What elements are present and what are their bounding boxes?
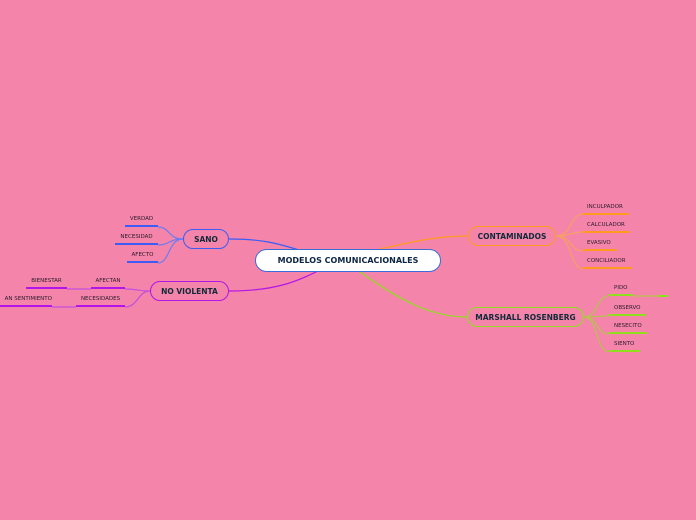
subtopic-afecto[interactable]: AFECTO — [127, 252, 158, 263]
subtopic-sentimiento[interactable]: AN SENTIMIENTO — [0, 296, 52, 307]
subtopic-bienestar[interactable]: BIENESTAR — [26, 278, 67, 289]
subtopic-inculpador[interactable]: INCULPADOR — [583, 204, 629, 215]
subtopic-afectan[interactable]: AFECTAN — [91, 278, 125, 289]
central-topic[interactable]: MODELOS COMUNICACIONALES — [255, 249, 441, 272]
subtopic-necesidades[interactable]: NECESIDADES — [76, 296, 125, 307]
topic-marshall-rosenberg[interactable]: MARSHALL ROSENBERG — [467, 307, 584, 327]
subtopic-observo[interactable]: OBSERVO — [609, 305, 646, 316]
subtopic-verdad[interactable]: VERDAD — [125, 216, 158, 227]
subtopic-siento[interactable]: SIENTO — [609, 341, 640, 352]
subtopic-conciliador[interactable]: CONCILIADOR — [583, 258, 632, 269]
subtopic-pido[interactable]: PIDO — [609, 285, 633, 296]
topic-contaminados[interactable]: CONTAMINADOS — [468, 226, 556, 246]
topic-sano[interactable]: SANO — [183, 229, 229, 249]
subtopic-evasivo[interactable]: EVASIVO — [583, 240, 617, 251]
topic-no-violenta[interactable]: NO VIOLENTA — [150, 281, 229, 301]
subtopic-nesecito[interactable]: NESECITO — [609, 323, 647, 334]
subtopic-necesidad[interactable]: NECESIDAD — [115, 234, 158, 245]
subtopic-calculador[interactable]: CALCULADOR — [583, 222, 630, 233]
